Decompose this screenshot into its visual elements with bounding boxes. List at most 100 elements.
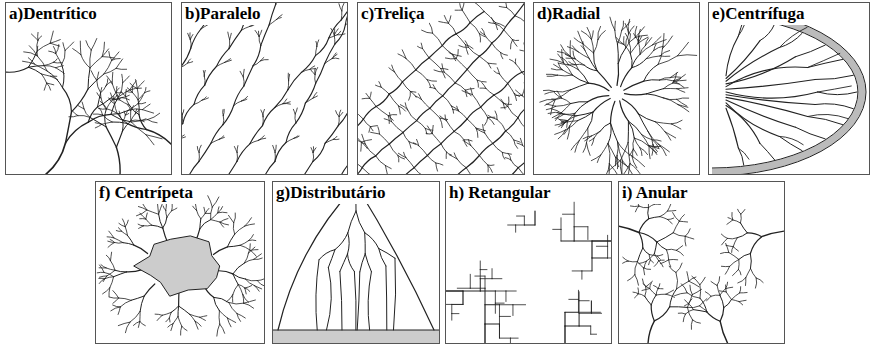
stream-line	[658, 284, 660, 289]
stream-line	[587, 143, 591, 156]
stream-line	[402, 82, 410, 92]
pattern-label: f) Centrípeta	[96, 182, 197, 204]
stream-line	[628, 261, 637, 263]
stream-line	[171, 204, 173, 210]
stream-line	[504, 30, 513, 40]
stream-line	[389, 82, 402, 94]
stream-line	[700, 298, 707, 312]
stream-line	[310, 66, 315, 69]
stream-line	[47, 83, 51, 90]
stream-line	[546, 104, 555, 106]
stream-line	[123, 219, 126, 227]
pattern-label: c)Treliça	[358, 3, 429, 25]
stream-line	[732, 293, 740, 300]
stream-line	[492, 43, 501, 53]
stream-line	[219, 136, 224, 140]
stream-line	[673, 213, 680, 222]
stream-line	[191, 29, 201, 49]
stream-line	[562, 50, 564, 64]
stream-line	[111, 252, 112, 261]
stream-line	[459, 46, 469, 48]
stream-line	[116, 131, 122, 147]
stream-line	[97, 272, 104, 273]
stream-line	[410, 91, 416, 97]
stream-line	[358, 168, 362, 174]
stream-line	[691, 320, 692, 329]
stream-line	[243, 69, 245, 77]
stream-line	[112, 58, 121, 60]
stream-line	[427, 80, 431, 87]
stream-line	[121, 91, 126, 96]
stream-line	[194, 85, 205, 104]
stream-line	[114, 238, 123, 243]
stream-line	[552, 112, 562, 117]
stream-line	[487, 165, 488, 172]
stream-line	[465, 90, 467, 97]
stream-line	[561, 121, 567, 128]
stream-line	[219, 311, 227, 318]
stream-line	[166, 318, 170, 322]
stream-line	[447, 121, 455, 132]
stream-line	[404, 152, 406, 157]
stream-line	[332, 58, 339, 60]
stream-line	[273, 145, 275, 152]
stream-line	[441, 68, 448, 69]
stream-line	[250, 126, 263, 144]
stream-line	[444, 16, 448, 24]
pattern-panel: e)Centrífuga	[708, 2, 870, 175]
stream-line	[101, 265, 106, 268]
stream-line	[395, 72, 403, 82]
stream-line	[205, 208, 209, 213]
stream-line	[480, 34, 481, 42]
stream-line	[502, 152, 504, 159]
stream-line	[100, 276, 107, 277]
stream-line	[135, 110, 139, 114]
stream-line	[240, 245, 250, 250]
stream-line	[120, 116, 123, 121]
stream-line	[181, 326, 182, 335]
stream-line	[417, 139, 419, 145]
stream-line	[492, 269, 493, 279]
stream-line	[356, 211, 365, 233]
stream-line	[470, 288, 485, 289]
stream-line	[571, 83, 589, 90]
stream-line	[283, 103, 290, 105]
stream-line	[366, 93, 370, 98]
stream-line	[199, 143, 211, 161]
stream-line	[574, 227, 575, 241]
stream-line	[575, 102, 588, 114]
stream-line	[224, 59, 230, 63]
stream-line	[495, 303, 504, 304]
stream-line	[470, 11, 484, 22]
stream-line	[760, 143, 775, 159]
stream-line	[651, 305, 654, 321]
stream-line	[660, 79, 674, 80]
stream-line	[422, 30, 433, 33]
stream-line	[687, 295, 692, 308]
stream-line	[456, 23, 470, 34]
stream-line	[429, 23, 432, 33]
stream-line	[443, 96, 452, 106]
stream-line	[657, 256, 660, 259]
stream-line	[540, 99, 555, 102]
pattern-panel: c)Treliça	[357, 2, 525, 175]
stream-line	[29, 66, 44, 68]
stream-line	[494, 95, 503, 103]
stream-line	[276, 3, 283, 4]
stream-line	[213, 247, 227, 255]
stream-line	[419, 94, 422, 100]
stream-line	[82, 102, 84, 109]
stream-line	[103, 288, 110, 294]
stream-line	[567, 47, 578, 52]
stream-line	[146, 219, 152, 225]
stream-line	[288, 73, 289, 81]
stream-line	[334, 29, 338, 35]
stream-line	[112, 72, 114, 84]
stream-line	[90, 50, 91, 68]
stream-line	[726, 245, 733, 246]
stream-line	[136, 80, 138, 89]
stream-line	[591, 241, 592, 258]
stream-line	[727, 220, 733, 224]
stream-line	[591, 301, 592, 313]
stream-line	[427, 156, 435, 164]
